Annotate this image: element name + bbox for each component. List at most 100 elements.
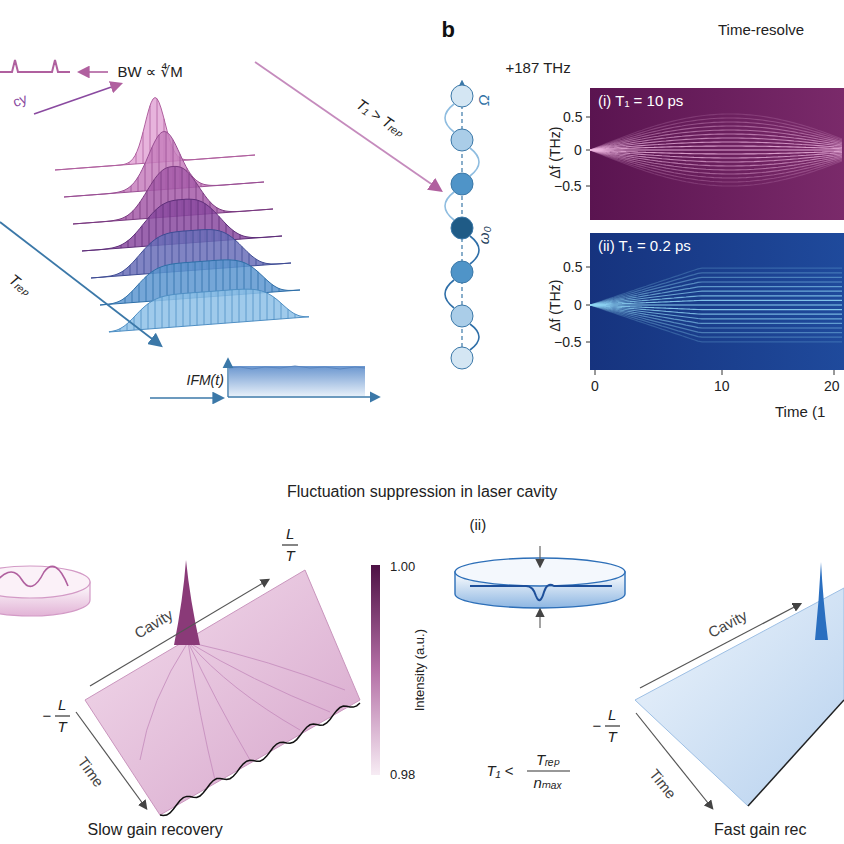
comb-line — [148, 304, 149, 329]
condition-label: T₁ < — [487, 763, 514, 780]
comb-line — [190, 293, 191, 326]
comb-line — [127, 324, 128, 331]
axis-title: Time (1 — [775, 404, 825, 421]
comb-line — [197, 292, 198, 325]
comb-line — [281, 303, 282, 319]
comb-line — [135, 234, 136, 247]
colorbar-title: Intensity (a.u.) — [413, 629, 427, 711]
cavity-axis — [640, 604, 800, 688]
output-fluctuation — [748, 700, 844, 806]
mode-trace — [590, 300, 842, 305]
mode-trace — [590, 268, 842, 305]
comb-line — [211, 291, 212, 324]
colorbar-tick: 0.98 — [390, 768, 415, 782]
signal-name: IFM(t) — [187, 373, 224, 388]
fraction-part: nₘₐₓ — [534, 775, 563, 792]
comb-line — [143, 132, 144, 163]
comb-line — [137, 258, 138, 275]
fraction-part: − — [43, 708, 52, 725]
mode-frequency: ω₀ — [476, 226, 493, 244]
bw-arrow — [80, 71, 108, 73]
mode-trace — [590, 305, 842, 337]
comb-line — [160, 267, 161, 300]
mode-trace — [590, 138, 842, 150]
comb-line — [239, 289, 240, 322]
mode-spacing: Ω — [476, 94, 493, 105]
comb-line — [256, 259, 257, 266]
mode-trace — [590, 118, 842, 150]
comb-line — [134, 317, 135, 330]
mode-trace — [590, 305, 842, 342]
surface-ridges — [140, 642, 345, 780]
fraction-bar — [282, 544, 298, 545]
comb-line — [217, 208, 218, 213]
axis-title: Δf (THz) — [548, 279, 563, 331]
colorbar — [371, 565, 380, 775]
coupling-arc — [470, 324, 479, 350]
plot-panel: (i) T₁ = 10 ps — [590, 88, 844, 220]
fraction-part: L — [58, 697, 66, 714]
bandwidth-label: BW ∝ ∜M — [118, 64, 183, 81]
squeeze-arrow — [539, 610, 540, 628]
frequency-axis — [34, 84, 120, 114]
fraction-bar — [55, 715, 70, 716]
fraction-part: Tᵣₑₚ — [536, 752, 560, 769]
rep-axis — [0, 222, 160, 345]
mode-trace — [590, 114, 842, 150]
comb-line — [136, 154, 137, 164]
comb-line — [124, 190, 125, 192]
time-axis — [636, 713, 712, 808]
fraction-part: T — [286, 548, 295, 565]
fm-trace — [229, 366, 365, 369]
panel-label: (ii) T₁ = 0.2 ps — [590, 233, 699, 258]
comb-line — [126, 216, 127, 220]
comb-line — [272, 284, 273, 292]
comb-line — [162, 297, 163, 328]
mode-trace — [590, 150, 842, 182]
tick-label: 10 — [714, 379, 730, 394]
comb-line — [120, 329, 121, 332]
comb-line — [288, 309, 289, 318]
cavity-mode — [451, 217, 473, 239]
comb-line — [204, 292, 205, 325]
cavity-mode — [451, 305, 473, 327]
caption-label: Slow gain recovery — [88, 821, 223, 839]
comb-line — [176, 294, 177, 327]
fraction-bar — [605, 725, 620, 726]
comb-line — [249, 254, 250, 267]
cavity-ring — [0, 566, 90, 616]
comb-line — [121, 245, 122, 248]
spectrogram-ii — [590, 268, 842, 342]
mode-trace — [590, 122, 842, 150]
axis-label: Cavity — [706, 607, 751, 641]
pulse-train — [0, 60, 70, 72]
cavity-axis — [90, 580, 268, 686]
comb-line — [153, 271, 154, 301]
comb-line — [123, 271, 124, 276]
comb-line — [133, 211, 134, 220]
tick-label: 0 — [574, 298, 582, 313]
frequency-offset: +187 THz — [506, 60, 571, 77]
fraction-part: L — [286, 526, 294, 543]
mode-trace — [590, 291, 842, 305]
plot-background — [590, 233, 844, 370]
intensity-peak — [815, 562, 828, 640]
mode-trace — [590, 287, 842, 305]
spectrogram-i — [590, 114, 842, 186]
axis-label: cy — [11, 91, 29, 110]
mode-trace — [590, 126, 842, 150]
comb-line — [129, 162, 130, 164]
mode-trace — [590, 134, 842, 150]
ticks — [586, 117, 834, 375]
comb-line — [274, 297, 275, 319]
fraction-part: T — [58, 719, 67, 736]
comb-line — [140, 202, 141, 219]
comb-line — [263, 263, 264, 266]
mode-trace — [590, 142, 842, 150]
comb-line — [146, 277, 147, 302]
comb-line — [130, 265, 131, 275]
cavity-mode — [451, 261, 473, 283]
comb-line — [260, 291, 261, 321]
axis-label: Tᵣₑₚ — [5, 271, 34, 299]
mode-trace — [590, 146, 842, 150]
